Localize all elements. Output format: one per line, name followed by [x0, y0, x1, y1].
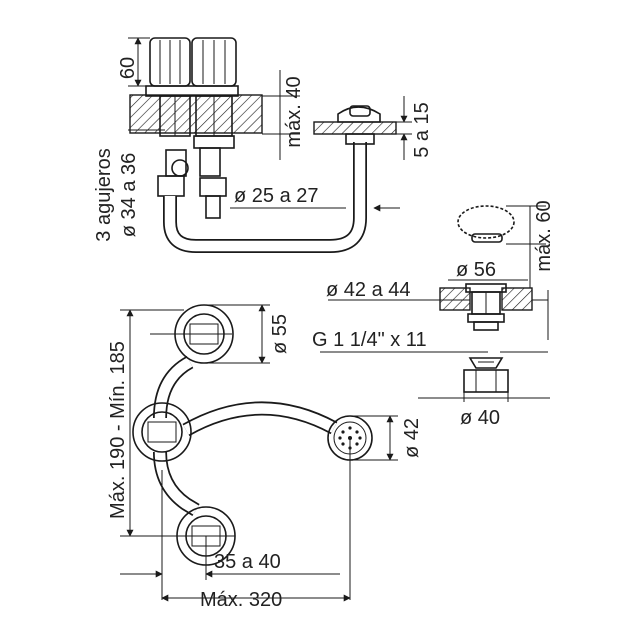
dim-drain-56: ø 56 — [456, 259, 496, 281]
spout-cap — [337, 106, 381, 123]
faucet-plan-view: ø 55 Máx. 190 - Mín. 185 ø 42 35 a 40 Má… — [107, 304, 423, 611]
drain-nut — [463, 369, 509, 393]
deck-right-section — [313, 121, 397, 135]
dim-drain-thread: G 1 1/4" x 11 — [312, 329, 427, 351]
dim-holes-diameter: ø 34 a 36 — [118, 153, 140, 238]
dim-pipe-range: ø 25 a 27 — [234, 185, 319, 207]
handle-knob-left — [149, 37, 191, 87]
faucet-side-view: 60 máx. 40 3 agujeros ø 34 a 36 5 a 15 ø… — [93, 37, 433, 253]
dim-handle-height: 60 — [117, 57, 139, 79]
dim-offset-35-40: 35 a 40 — [214, 551, 281, 573]
dim-holes-title: 3 agujeros — [93, 148, 115, 241]
dim-deck-range: 5 a 15 — [411, 102, 433, 158]
dim-drain-40: ø 40 — [460, 407, 500, 429]
dim-drain-max-60: máx. 60 — [533, 200, 555, 271]
dim-max-40: máx. 40 — [283, 76, 305, 147]
valve-middle — [132, 402, 192, 462]
dim-total-320: Máx. 320 — [200, 589, 282, 611]
dim-valve-55: ø 55 — [269, 314, 291, 354]
sink-deck-right — [501, 287, 533, 311]
dim-drain-42-44: ø 42 a 44 — [326, 279, 411, 301]
handle-knob-right — [191, 37, 237, 87]
drain-tailpiece — [468, 357, 504, 369]
dim-vertical-span: Máx. 190 - Mín. 185 — [107, 341, 129, 519]
drain-stopper — [457, 205, 515, 239]
sink-deck-left — [439, 287, 471, 311]
dim-drain-42: ø 42 — [401, 418, 423, 458]
drain-assembly: máx. 60 ø 56 ø 42 a 44 G 1 1/4" x 11 — [312, 200, 555, 429]
